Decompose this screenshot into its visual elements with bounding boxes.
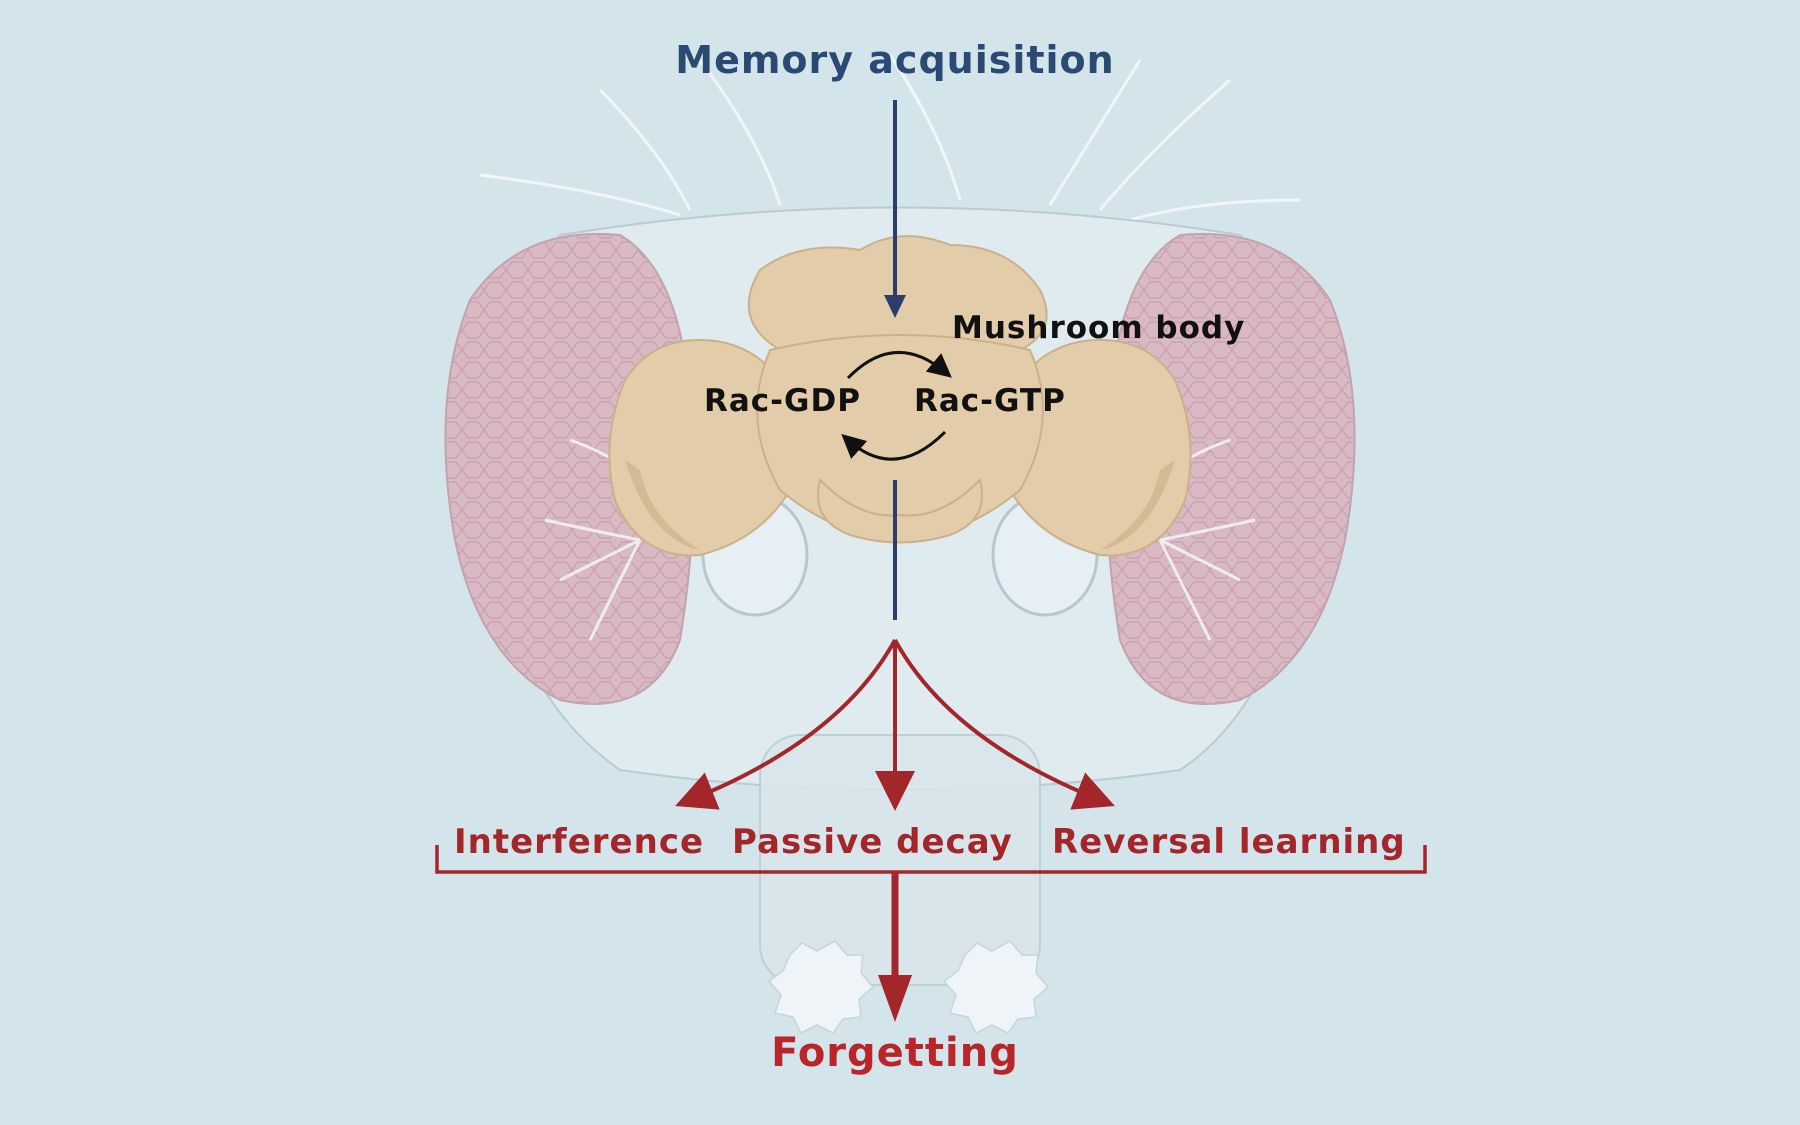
brain-shading — [625, 460, 1175, 550]
passive-decay-label: Passive decay — [732, 822, 1013, 862]
forgetting-label: Forgetting — [771, 1030, 1019, 1076]
rac-gdp-label: Rac-GDP — [704, 383, 861, 419]
rac-cycle-top-arrow — [846, 350, 952, 380]
bristles — [479, 54, 1301, 222]
reversal-learning-label: Reversal learning — [1052, 822, 1406, 862]
brain — [608, 235, 1192, 557]
rac-gtp-label: Rac-GTP — [914, 383, 1066, 419]
interference-label: Interference — [454, 822, 705, 862]
arrow-to-reversal-learning — [893, 639, 1115, 810]
bracket — [435, 845, 1427, 874]
rac-cycle-bottom-arrow — [841, 430, 947, 461]
labellum-left — [767, 940, 875, 1035]
forgetting-arrowhead — [878, 975, 912, 1022]
labellum-right — [942, 940, 1050, 1035]
arrow-to-interference — [675, 639, 897, 810]
acquisition-arrowhead — [884, 295, 906, 318]
mushroom-body-label: Mushroom body — [952, 310, 1246, 346]
memory-acquisition-label: Memory acquisition — [675, 38, 1115, 82]
